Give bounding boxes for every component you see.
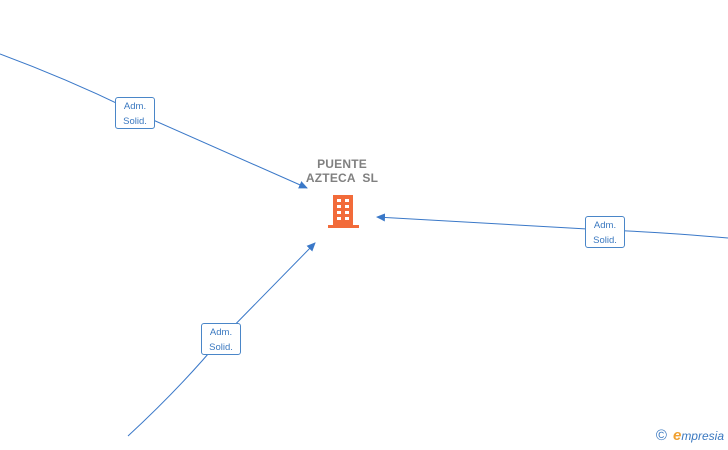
relation-label-top-left[interactable]: Adm. Solid.	[115, 97, 155, 129]
copyright-icon: ©	[655, 427, 667, 444]
building-icon[interactable]	[327, 194, 360, 230]
company-name-line1: PUENTE	[317, 157, 367, 171]
relation-role-type: Solid.	[593, 235, 617, 246]
relation-role: Adm.	[209, 327, 233, 338]
empresia-watermark: © e mpresia	[656, 427, 724, 444]
relation-label-bottom-left[interactable]: Adm. Solid.	[201, 323, 241, 355]
edge-right	[376, 213, 728, 239]
relation-role: Adm.	[123, 101, 147, 112]
relation-role-type: Solid.	[209, 342, 233, 353]
company-name[interactable]: PUENTE AZTECA SL	[290, 157, 394, 185]
relation-role-type: Solid.	[123, 116, 147, 127]
brand-initial: e	[672, 427, 682, 444]
company-name-line2: AZTECA SL	[305, 171, 379, 185]
brand-name: mpresia	[681, 428, 724, 443]
relation-label-right[interactable]: Adm. Solid.	[585, 216, 625, 248]
relation-role: Adm.	[593, 220, 617, 231]
